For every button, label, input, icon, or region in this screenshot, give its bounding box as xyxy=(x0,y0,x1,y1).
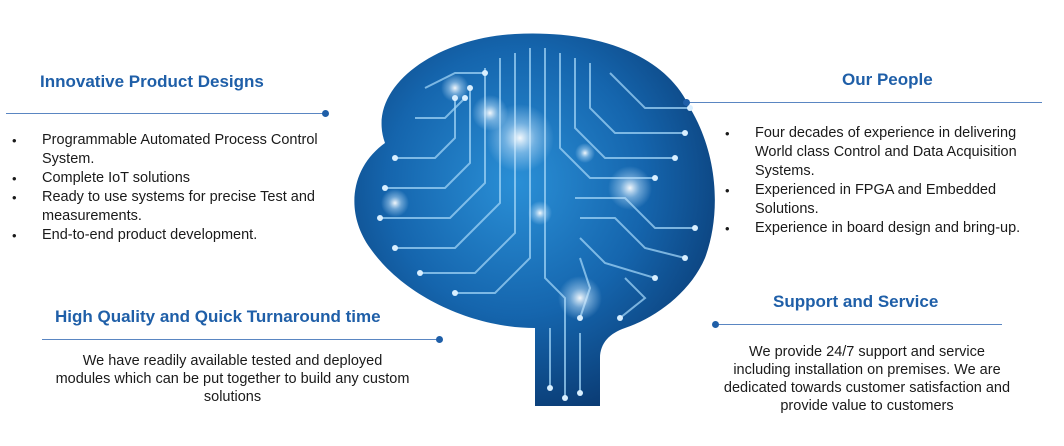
people-divider xyxy=(683,99,1042,106)
people-list: Four decades of experience in delivering… xyxy=(723,124,1051,238)
support-body: We provide 24/7 support and service incl… xyxy=(723,344,1011,414)
quality-heading: High Quality and Quick Turnaround time xyxy=(55,307,381,326)
divider-dot-icon xyxy=(712,321,719,328)
list-item: Four decades of experience in delivering… xyxy=(723,124,1051,181)
divider-dot-icon xyxy=(436,336,443,343)
quality-body: We have readily available tested and dep… xyxy=(55,353,410,405)
list-item: Experienced in FPGA and Embedded Solutio… xyxy=(723,181,1051,219)
divider-dot-icon xyxy=(322,110,329,117)
divider-dot-icon xyxy=(683,99,690,106)
glow-highlights xyxy=(381,74,652,320)
innovative-list: Programmable Automated Process Control S… xyxy=(10,131,325,245)
innovative-divider xyxy=(6,110,329,117)
innovative-heading: Innovative Product Designs xyxy=(40,72,264,91)
quality-divider xyxy=(42,336,443,343)
list-item: Programmable Automated Process Control S… xyxy=(10,131,325,169)
circuit-brain-illustration xyxy=(354,33,715,407)
list-item: End-to-end product development. xyxy=(10,226,325,245)
list-item: Experience in board design and bring-up. xyxy=(723,219,1051,238)
list-item: Ready to use systems for precise Test an… xyxy=(10,188,325,226)
list-item: Complete IoT solutions xyxy=(10,169,325,188)
people-heading: Our People xyxy=(842,70,933,89)
support-heading: Support and Service xyxy=(773,292,939,311)
support-divider xyxy=(712,321,1002,328)
